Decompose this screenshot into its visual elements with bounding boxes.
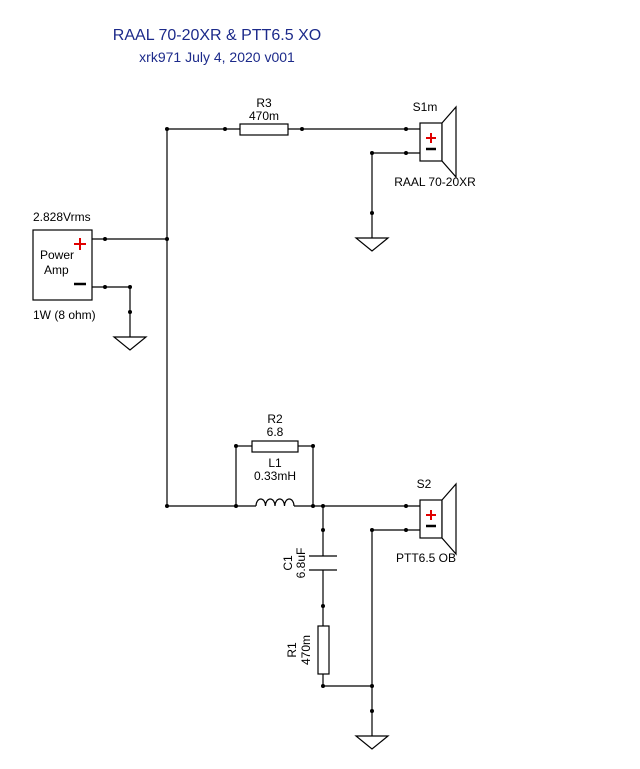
inductor-l1[interactable]: L1 0.33mH — [254, 456, 296, 507]
capacitor-c1[interactable]: C1 6.8uF — [281, 548, 337, 579]
c1-value: 6.8uF — [294, 548, 308, 579]
resistor-r1[interactable]: R1 470m — [285, 625, 330, 675]
ground-symbol-s1m — [354, 237, 390, 252]
amp-name-line-1: Power — [40, 248, 74, 262]
s2-ref: S2 — [417, 477, 432, 491]
r2-ref: R2 — [267, 412, 283, 426]
resistor-r3[interactable]: R3 470m — [239, 96, 289, 136]
junction-dots — [103, 127, 408, 713]
s2-model: PTT6.5 OB — [396, 551, 456, 565]
ground-symbol-amp — [112, 336, 148, 351]
l1-value: 0.33mH — [254, 469, 296, 483]
amp-name-line-2: Amp — [44, 263, 69, 277]
title-line-2: xrk971 July 4, 2020 v001 — [139, 49, 295, 65]
s1m-model: RAAL 70-20XR — [394, 175, 476, 189]
speaker-s2[interactable]: S2 PTT6.5 OB — [396, 477, 457, 565]
r1-ref: R1 — [285, 642, 299, 658]
r2-value: 6.8 — [267, 425, 284, 439]
ground-symbol-s2 — [354, 735, 390, 750]
amp-voltage: 2.828Vrms — [33, 210, 91, 224]
s1m-ref: S1m — [413, 100, 438, 114]
title-line-1: RAAL 70-20XR & PTT6.5 XO — [113, 27, 321, 44]
r3-ref: R3 — [256, 96, 272, 110]
amp-power-rating: 1W (8 ohm) — [33, 308, 96, 322]
power-amp-source[interactable]: 2.828Vrms Power Amp 1W (8 ohm) — [32, 210, 96, 322]
resistor-r2[interactable]: R2 6.8 — [251, 412, 299, 453]
r1-value: 470m — [299, 635, 313, 665]
l1-ref: L1 — [268, 456, 282, 470]
c1-ref: C1 — [281, 555, 295, 571]
speaker-s1m[interactable]: S1m RAAL 70-20XR — [394, 100, 476, 189]
r3-value: 470m — [249, 109, 279, 123]
wires — [92, 128, 420, 736]
